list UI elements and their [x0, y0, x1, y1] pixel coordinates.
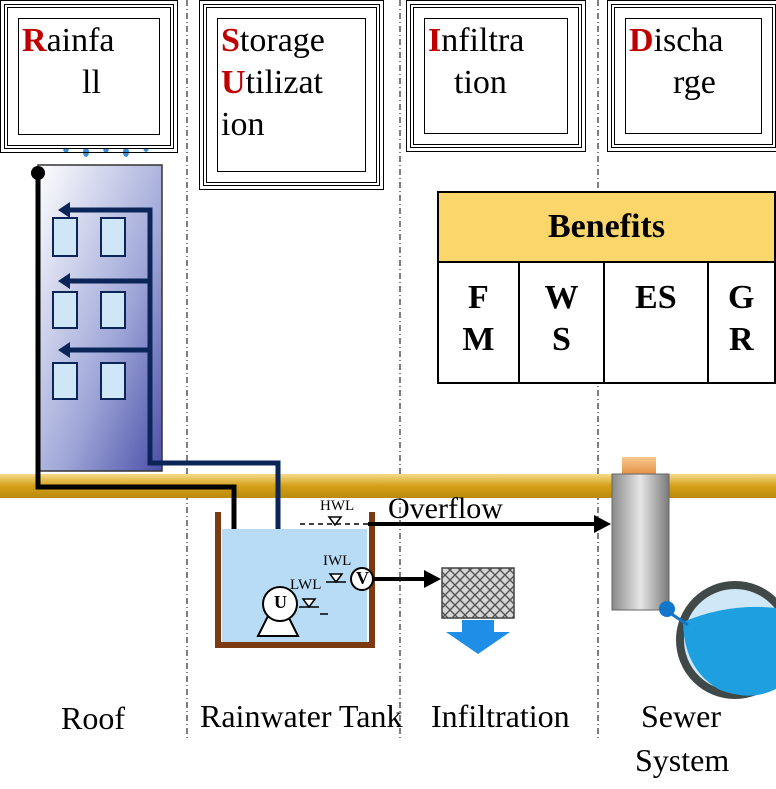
system-label: System: [635, 742, 730, 778]
benefits-title: Benefits: [437, 191, 776, 263]
iwl-label: IWL: [323, 553, 352, 569]
sewer-label: Sewer: [641, 698, 721, 734]
rainwater-tank-label: Rainwater Tank: [200, 698, 403, 734]
infiltration-label: Infiltration: [431, 698, 570, 734]
roof-label: Roof: [61, 700, 125, 736]
sewer-pipe-icon: [659, 581, 776, 699]
pump-icon: [256, 586, 300, 637]
infiltration-unit: [441, 567, 515, 654]
overflow-label: Overflow: [388, 492, 503, 525]
pump-letter: U: [274, 592, 287, 612]
sewer-manhole: [611, 457, 670, 611]
valve-letter: V: [356, 568, 369, 588]
hwl-label: HWL: [320, 498, 355, 514]
building: [37, 164, 163, 472]
lwl-label: LWL: [290, 577, 322, 593]
benefit-es: ES: [603, 261, 709, 384]
rainwater-tank: [215, 512, 375, 648]
supply-pipe: [65, 207, 281, 580]
